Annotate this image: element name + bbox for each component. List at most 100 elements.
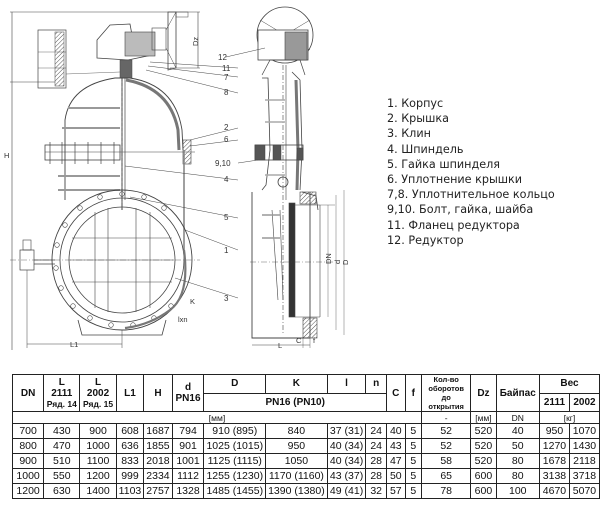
cell-d: 1112	[171, 468, 205, 484]
cell-n: 28	[365, 468, 387, 484]
callout-5: 5	[224, 213, 229, 222]
cell-h: 2334	[143, 468, 173, 484]
legend-item: 5. Гайка шпинделя	[387, 157, 500, 171]
cell-K: 840	[265, 423, 328, 439]
cell-D: 1025 (1015)	[203, 438, 267, 454]
header-l-bolt: l	[326, 374, 367, 394]
legend-item: 3. Клин	[387, 127, 431, 141]
cell-K: 1050	[265, 453, 328, 469]
header-d: d PN16	[171, 374, 205, 412]
cell-turns: 58	[421, 453, 472, 469]
cell-l1: 999	[115, 468, 145, 484]
cell-bypass: 40	[495, 423, 540, 439]
cell-D: 910 (895)	[203, 423, 267, 439]
header-dn: DN	[11, 374, 45, 412]
header-turns: Кол-во оборотов до открытия	[421, 374, 472, 412]
header-weight-2111: 2111	[538, 392, 570, 412]
flange-bolt-holes	[53, 191, 174, 328]
cell-f: 5	[404, 483, 423, 499]
cell-l1: 833	[115, 453, 145, 469]
dim-d-label: d	[333, 260, 342, 264]
header-l-row: Ряд. 14	[46, 399, 77, 409]
units-turns: -	[421, 411, 472, 424]
callout-6: 6	[224, 135, 229, 144]
units-row: [мм] - [мм] DN [кг]	[11, 411, 600, 424]
cell-l2002: 1100	[79, 453, 117, 469]
cell-l2111: 630	[43, 483, 81, 499]
cell-dn: 1000	[11, 468, 45, 484]
units-dz: [мм]	[470, 411, 497, 424]
cell-h: 1687	[143, 423, 173, 439]
header-row-2: PN16 (PN10) 2111 2002	[13, 392, 600, 412]
specification-table: DN L 2111 Ряд. 14 L 2002 Ряд. 15 L1 H d …	[11, 374, 600, 499]
cell-f: 5	[404, 453, 423, 469]
cell-w2002: 1430	[568, 438, 600, 454]
side-view	[250, 6, 345, 348]
cell-h: 1855	[143, 438, 173, 454]
cell-l2002: 1200	[79, 468, 117, 484]
valve-drawing: 12 11 7 8 2 6 9,10 4 5 1 3 H Dz L1 L C f…	[4, 6, 350, 350]
dim-dn-label: DN	[324, 253, 333, 264]
cell-dz: 520	[470, 453, 497, 469]
header-weight: Вес	[538, 374, 600, 394]
cell-l2111: 430	[43, 423, 81, 439]
cell-w2111: 4670	[538, 483, 570, 499]
parts-legend: 1. Корпус 2. Крышка 3. Клин 4. Шпиндель …	[387, 96, 555, 248]
cell-bypass: 50	[495, 438, 540, 454]
cell-dz: 600	[470, 468, 497, 484]
header-row-1: DN L 2111 Ряд. 14 L 2002 Ряд. 15 L1 H d …	[11, 374, 600, 412]
cell-f: 5	[404, 423, 423, 439]
cell-D: 1255 (1230)	[203, 468, 267, 484]
header-l-series: 2002	[86, 388, 110, 399]
legend-item: 7,8. Уплотнительное кольцо	[387, 188, 555, 202]
cell-w2002: 1070	[568, 423, 600, 439]
cell-l2002: 1400	[79, 483, 117, 499]
cell-l2111: 510	[43, 453, 81, 469]
legend-item: 6. Уплотнение крышки	[387, 173, 523, 187]
cell-bypass: 80	[495, 468, 540, 484]
header-l-2002: L 2002 Ряд. 15	[79, 374, 117, 412]
cell-bypass: 80	[495, 453, 540, 469]
callout-11: 11	[222, 64, 231, 73]
header-pn-group: PN16 (PN10)	[203, 392, 387, 412]
dim-D-label: D	[341, 259, 350, 265]
cell-dz: 520	[470, 438, 497, 454]
dim-l-label: L	[278, 341, 282, 350]
legend-item: 1. Корпус	[387, 97, 444, 110]
cell-c: 57	[385, 483, 406, 499]
legend-item: 11. Фланец редуктора	[387, 218, 520, 232]
cell-bypass: 100	[495, 483, 540, 499]
cell-d: 1001	[171, 453, 205, 469]
legend-item: 12. Редуктор	[387, 233, 464, 247]
dim-f-label: f	[313, 336, 316, 345]
cell-dz: 600	[470, 483, 497, 499]
cell-turns: 78	[421, 483, 472, 499]
cell-w2111: 950	[538, 423, 570, 439]
cell-D: 1125 (1115)	[203, 453, 267, 469]
cell-l: 49 (41)	[326, 483, 367, 499]
dim-h-label: H	[4, 151, 9, 160]
header-l-row: Ряд. 15	[83, 399, 114, 409]
cell-l1: 636	[115, 438, 145, 454]
cell-h: 2018	[143, 453, 173, 469]
cell-c: 50	[385, 468, 406, 484]
callout-9-10: 9,10	[215, 159, 231, 168]
header-dz: Dz	[470, 374, 497, 412]
cell-h: 2757	[143, 483, 173, 499]
callout-12: 12	[218, 53, 227, 62]
cell-l: 37 (31)	[326, 423, 367, 439]
cell-d: 901	[171, 438, 205, 454]
cell-dn: 900	[11, 453, 45, 469]
cell-dn: 800	[11, 438, 45, 454]
cell-dz: 520	[470, 423, 497, 439]
cell-D: 1485 (1455)	[203, 483, 267, 499]
cell-K: 950	[265, 438, 328, 454]
cell-f: 5	[404, 438, 423, 454]
cell-n: 28	[365, 453, 387, 469]
dim-lxn-label: lxn	[178, 315, 188, 324]
cell-w2111: 1270	[538, 438, 570, 454]
units-bypass: DN	[495, 411, 540, 424]
header-c: C	[385, 374, 406, 412]
